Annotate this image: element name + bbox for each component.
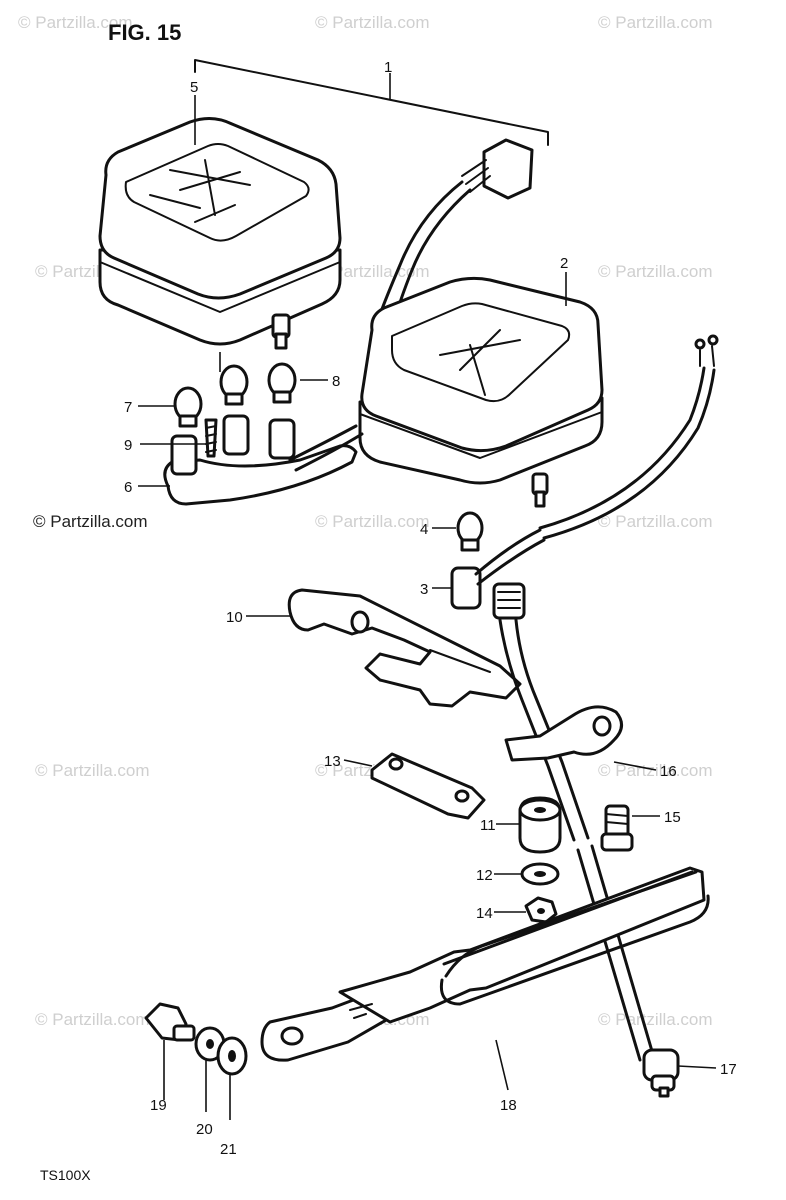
leader-lines [138, 95, 717, 1120]
watermark: © Partzilla.com [598, 512, 713, 531]
callout-21: 21 [220, 1141, 237, 1158]
callout-15: 15 [664, 809, 681, 826]
callout-3: 3 [420, 581, 428, 598]
callout-7: 7 [124, 399, 132, 416]
callout-2: 2 [560, 255, 568, 272]
meter-stay [260, 866, 710, 1062]
tachometer [358, 276, 604, 508]
watermark: © Partzilla.com [598, 262, 713, 281]
callout-17: 17 [720, 1061, 737, 1078]
bulb-holder-assembly [163, 414, 364, 506]
assembly-bracket [194, 59, 549, 146]
callout-14: 14 [476, 905, 493, 922]
bolt [600, 804, 634, 852]
callout-19: 19 [150, 1097, 167, 1114]
callout-5: 5 [190, 79, 198, 96]
cable-end-fitting [642, 1048, 680, 1098]
callout-13: 13 [324, 753, 341, 770]
callout-4: 4 [420, 521, 428, 538]
callout-12: 12 [476, 867, 493, 884]
watermark: © Partzilla.com [598, 13, 713, 32]
tacho-bulb-and-holder [450, 511, 546, 610]
nut [524, 896, 558, 924]
callout-1: 1 [384, 59, 392, 76]
callout-10: 10 [226, 609, 243, 626]
callout-16: 16 [660, 763, 677, 780]
callout-labels: 1 2 3 4 5 6 7 8 9 10 11 12 13 14 15 16 1… [124, 59, 737, 1158]
indicator-bulbs [173, 352, 297, 428]
wire-harness-right [538, 334, 719, 540]
bolt-19 [144, 1002, 196, 1042]
watermark: © Partzilla.com [315, 512, 430, 531]
watermark: © Partzilla.com [598, 1010, 713, 1029]
callout-20: 20 [196, 1121, 213, 1138]
callout-11: 11 [480, 817, 496, 834]
callout-9: 9 [124, 437, 132, 454]
model-label: TS100X [40, 1167, 91, 1183]
callout-18: 18 [500, 1097, 517, 1114]
rubber-pad [370, 752, 486, 820]
grommet [518, 796, 562, 854]
watermark: © Partzilla.com [315, 262, 430, 281]
watermark: © Partzilla.com [33, 512, 148, 531]
speedometer-cable [492, 582, 656, 1062]
speedometer [98, 117, 342, 350]
callout-6: 6 [124, 479, 132, 496]
meter-bracket [287, 588, 522, 708]
washer [520, 862, 560, 886]
watermark: © Partzilla.com [315, 13, 430, 32]
washer-21 [216, 1036, 248, 1076]
callout-8: 8 [332, 373, 340, 390]
watermark: © Partzilla.com [35, 761, 150, 780]
cable-clamp [504, 705, 623, 762]
figure-label: FIG. 15 [108, 20, 181, 45]
watermark: © Partzilla.com [35, 1010, 150, 1029]
watermark: © Partzilla.com [18, 13, 133, 32]
